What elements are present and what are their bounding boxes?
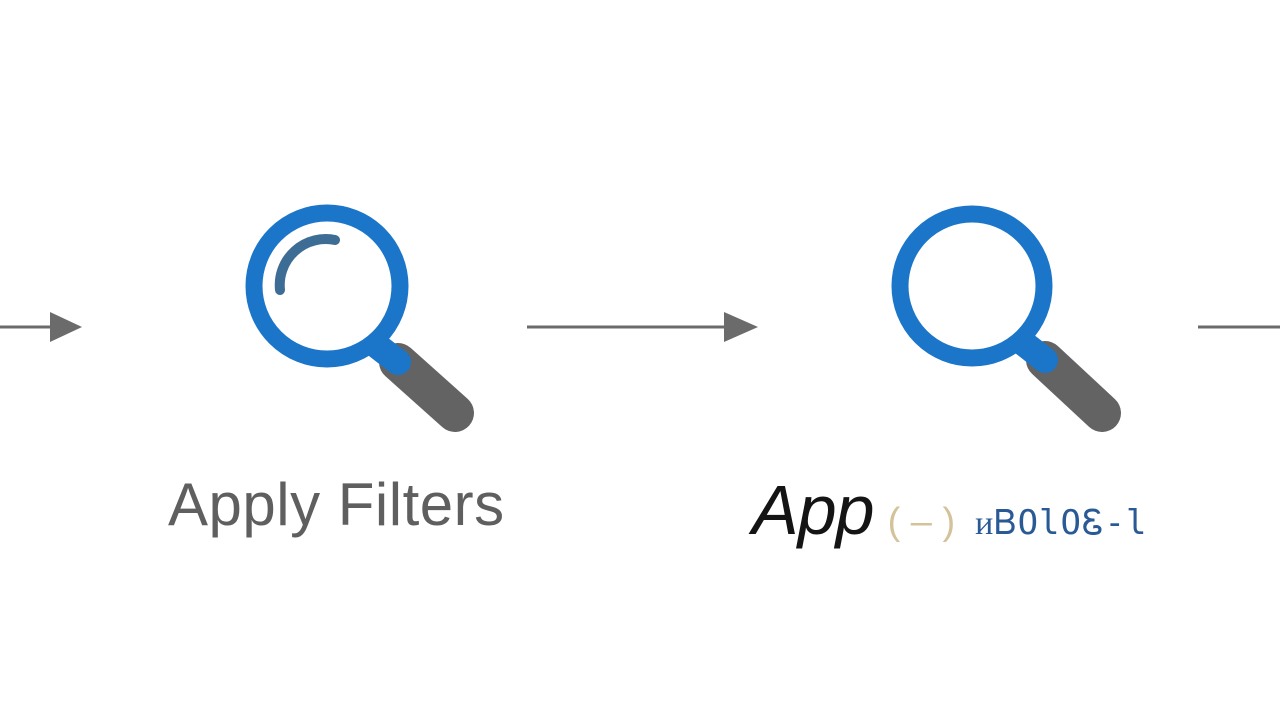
arrow-middle xyxy=(527,312,758,342)
magnifying-glass-icon xyxy=(245,204,474,432)
magnifying-glass-icon-2 xyxy=(891,205,1121,432)
step-label-paren: ( – ) xyxy=(887,501,956,543)
step-label-app: App ( – ) ᴎᏴOlOᏋ-l xyxy=(752,470,1147,550)
step-label-main: App xyxy=(752,471,875,549)
step-label-apply-filters: Apply Filters xyxy=(168,471,505,538)
step-label-garbled: ᴎᏴOlOᏋ-l xyxy=(975,503,1148,543)
arrow-in-left xyxy=(0,312,82,342)
